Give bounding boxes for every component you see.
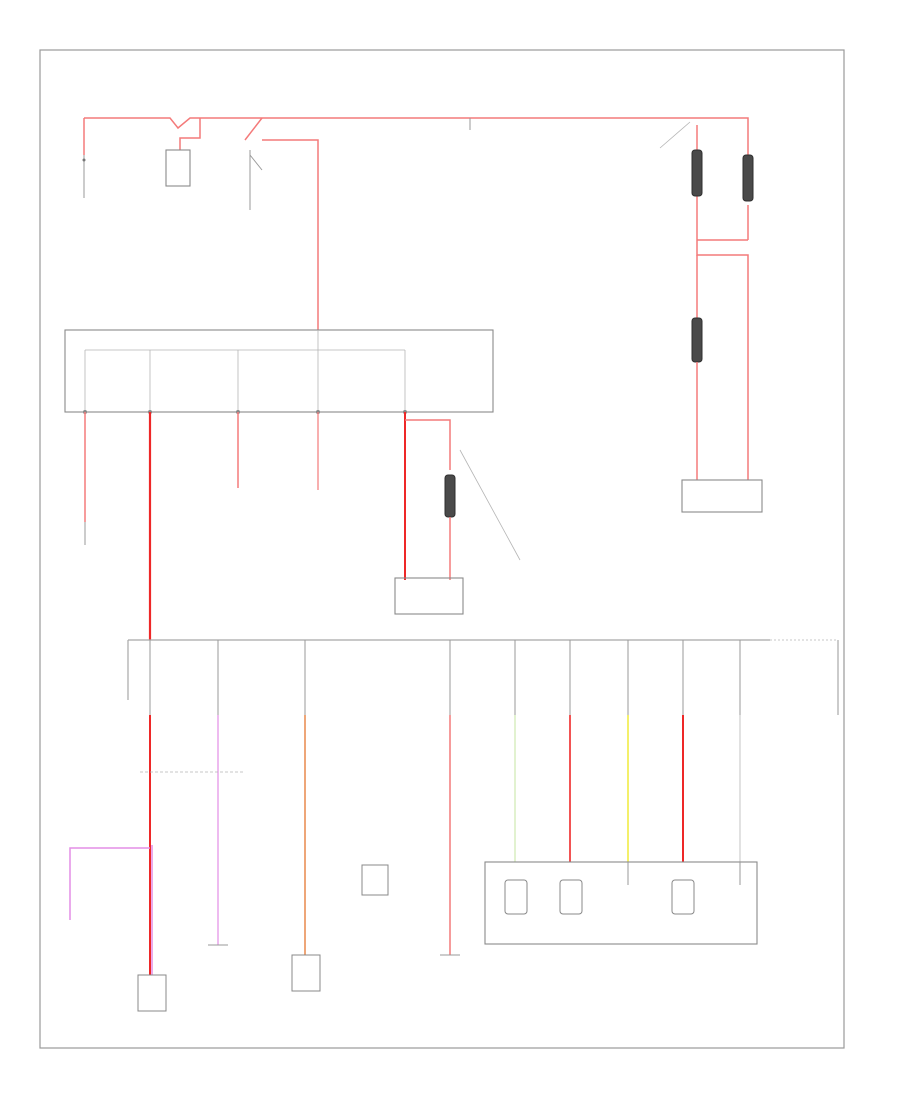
bus-drops <box>149 640 741 715</box>
fuse-box-outputs <box>84 412 521 640</box>
fuse-box <box>64 329 494 414</box>
lower-bus <box>127 639 839 715</box>
top-feed-wires <box>83 117 749 330</box>
branch-wires <box>69 715 741 975</box>
right-upper-fuses <box>659 121 754 241</box>
diagram-frame <box>39 49 845 1049</box>
right-middle-chain <box>681 240 763 513</box>
top-left-devices <box>82 118 471 210</box>
bottom-components <box>137 861 758 1012</box>
